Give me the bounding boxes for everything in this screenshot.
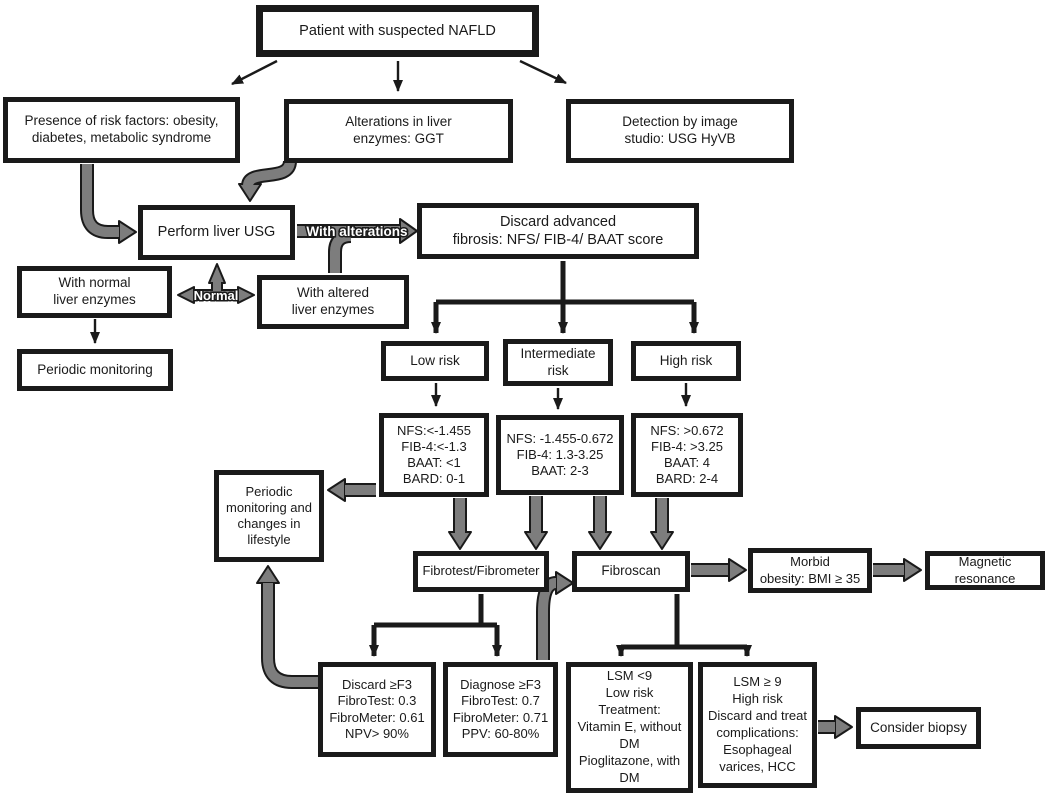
node-altered-liver-enzymes: With altered liver enzymes [257, 275, 409, 329]
node-discard-advanced-fibrosis: Discard advanced fibrosis: NFS/ FIB-4/ B… [417, 203, 699, 259]
edge-patient-to-risk-factors [231, 59, 278, 86]
node-intermediate-risk-label: Intermediate risk [520, 345, 596, 378]
branch-trees [369, 261, 752, 657]
node-normal-enzymes-label: With normal liver enzymes [53, 275, 136, 307]
node-magnetic-resonance: Magnetic resonance [925, 551, 1045, 590]
head-normal-left [177, 286, 195, 304]
gray-arrow-fills-small [195, 280, 236, 299]
node-altered-enzymes-label: With altered liver enzymes [291, 285, 375, 317]
node-perform-usg-label: Perform liver USG [157, 224, 276, 241]
head-low-to-fibrotest [448, 531, 472, 550]
node-patient-suspected-nafld: Patient with suspected NAFLD [256, 5, 539, 57]
node-lsm-low: LSM <9 Low risk Treatment: Vitamin E, wi… [566, 662, 693, 793]
node-diagnose-f3-label: Diagnose ≥F3 FibroTest: 0.7 FibroMeter: … [452, 677, 549, 741]
head-diagnose-to-fibroscan [555, 571, 574, 595]
head-riskfactors-to-usg [118, 220, 137, 244]
node-low-risk-label: Low risk [410, 352, 460, 368]
head-enzymes-to-usg [238, 183, 262, 202]
head-discardf3-to-lifestyle [256, 565, 280, 584]
node-low-risk: Low risk [381, 341, 489, 381]
node-risk-factors: Presence of risk factors: obesity, diabe… [3, 97, 240, 163]
node-lsm-high-label: LSM ≥ 9 High risk Discard and treat comp… [708, 674, 807, 774]
node-magnetic-resonance-label: Magnetic resonance [954, 554, 1016, 586]
node-fibrotest-fibrometer: Fibrotest/Fibrometer [413, 551, 549, 592]
node-lsm-high: LSM ≥ 9 High risk Discard and treat comp… [698, 662, 817, 788]
head-mid-to-fibroscan [588, 531, 612, 550]
edge-discardf3-to-lifestyle-outline [261, 583, 319, 689]
node-morbid-obesity: Morbid obesity: BMI ≥ 35 [748, 548, 872, 593]
node-image-detection-label: Detection by image studio: USG HyVB [622, 114, 738, 146]
head-morbid-to-mri [903, 558, 922, 582]
edge-patient-to-image-detection [519, 59, 567, 85]
node-discard-f3-label: Discard ≥F3 FibroTest: 0.3 FibroMeter: 0… [329, 677, 425, 741]
node-periodic-monitoring: Periodic monitoring [17, 349, 173, 391]
node-normal-liver-enzymes: With normal liver enzymes [17, 266, 172, 318]
head-scores-to-lifestyle [327, 478, 346, 502]
gray-arrow-heads [118, 183, 922, 739]
edge-enzymes-to-usg-fill [243, 160, 295, 188]
with-alterations-label: With alterations [306, 224, 407, 239]
thin-black-arrows [90, 59, 691, 410]
node-discard-fibrosis-label: Discard advanced fibrosis: NFS/ FIB-4/ B… [452, 213, 664, 248]
node-liver-enzymes-label: Alterations in liver enzymes: GGT [345, 114, 452, 146]
head-normal-right [237, 286, 255, 304]
node-lifestyle-monitoring: Periodic monitoring and changes in lifes… [214, 470, 324, 562]
node-biopsy-label: Consider biopsy [870, 719, 967, 735]
node-high-risk: High risk [631, 341, 741, 381]
node-diagnose-f3: Diagnose ≥F3 FibroTest: 0.7 FibroMeter: … [443, 662, 558, 757]
node-intermediate-risk: Intermediate risk [503, 339, 613, 386]
node-morbid-obesity-label: Morbid obesity: BMI ≥ 35 [759, 554, 861, 586]
head-lsmhigh-to-biopsy [834, 715, 853, 739]
node-discard-f3: Discard ≥F3 FibroTest: 0.3 FibroMeter: 0… [318, 662, 436, 757]
node-high-scores-label: NFS: >0.672 FIB-4: >3.25 BAAT: 4 BARD: 2… [650, 422, 724, 487]
head-fibroscan-to-morbid [728, 558, 747, 582]
node-lsm-low-label: LSM <9 Low risk Treatment: Vitamin E, wi… [577, 668, 682, 785]
node-fibroscan: Fibroscan [572, 551, 690, 592]
node-fibroscan-label: Fibroscan [601, 563, 661, 579]
node-liver-enzymes-ggt: Alterations in liver enzymes: GGT [284, 99, 513, 163]
node-low-risk-scores: NFS:<-1.455 FIB-4:<-1.3 BAAT: <1 BARD: 0… [379, 413, 489, 497]
node-mid-scores-label: NFS: -1.455-0.672 FIB-4: 1.3-3.25 BAAT: … [506, 430, 614, 479]
edge-discardf3-to-lifestyle-fill [263, 583, 319, 687]
node-fibrotest-label: Fibrotest/Fibrometer [422, 563, 540, 579]
node-consider-biopsy: Consider biopsy [856, 707, 981, 749]
node-intermediate-risk-scores: NFS: -1.455-0.672 FIB-4: 1.3-3.25 BAAT: … [496, 415, 624, 495]
edge-diagnose-to-fibroscan-fill [538, 578, 557, 660]
node-perform-liver-usg: Perform liver USG [138, 205, 295, 260]
node-image-detection: Detection by image studio: USG HyVB [566, 99, 794, 163]
node-high-risk-label: High risk [659, 352, 713, 368]
head-mid-to-fibrotest [524, 531, 548, 550]
node-high-risk-scores: NFS: >0.672 FIB-4: >3.25 BAAT: 4 BARD: 2… [631, 413, 743, 497]
node-patient-label: Patient with suspected NAFLD [299, 22, 496, 39]
node-periodic-monitoring-label: Periodic monitoring [37, 361, 153, 377]
node-lifestyle-label: Periodic monitoring and changes in lifes… [226, 483, 312, 548]
normal-label: Normal [194, 288, 239, 303]
edge-riskfactors-to-usg-fill [82, 164, 119, 237]
node-risk-factors-label: Presence of risk factors: obesity, diabe… [24, 113, 219, 145]
gray-arrow-fills [82, 160, 904, 732]
head-high-to-fibroscan [650, 531, 674, 550]
node-low-scores-label: NFS:<-1.455 FIB-4:<-1.3 BAAT: <1 BARD: 0… [396, 422, 472, 487]
edge-altered-riser-fill [330, 231, 352, 273]
